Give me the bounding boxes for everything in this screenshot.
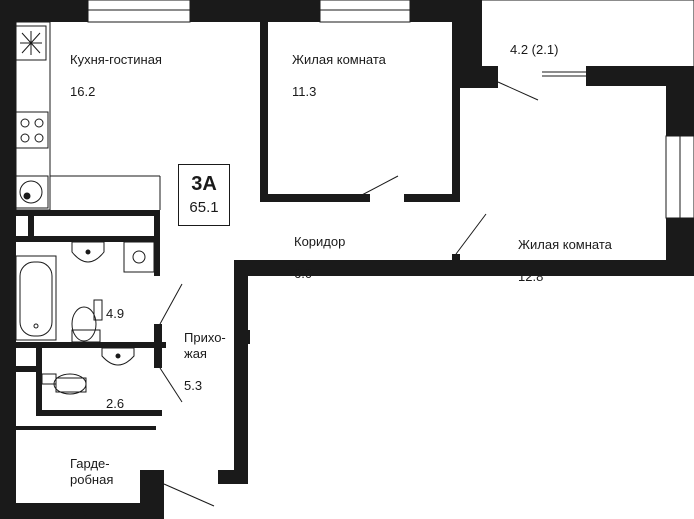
room-name: Жилая комната (518, 237, 612, 252)
room-area: 12.8 (518, 269, 544, 284)
room-label-corridor: Коридор 6.0 (294, 218, 345, 298)
room-label-toilet: 2.6 (106, 380, 124, 428)
room-name: Гарде- робная (70, 456, 114, 487)
room-area: 3.9 (70, 504, 89, 519)
room-area: 6.0 (294, 266, 313, 281)
door-swing-icon (159, 367, 183, 403)
room-name: Жилая комната (292, 52, 386, 67)
room-name: Прихо- жая (184, 330, 226, 361)
toilet-icon (71, 299, 103, 343)
room-area: 5.3 (184, 378, 203, 393)
room-name: Коридор (294, 234, 346, 249)
room-area: 11.3 (292, 84, 317, 99)
apartment-badge: 3А 65.1 (178, 164, 230, 226)
cooktop-icon (15, 111, 49, 149)
room-label-kitchen-living: Кухня-гостиная 16.2 (70, 36, 162, 116)
door-swing-icon (159, 283, 183, 325)
door-swing-icon (163, 483, 215, 507)
bathtub-icon (15, 255, 57, 341)
room-area: 4.2 (2.1) (510, 42, 559, 57)
washing-machine-icon (15, 175, 49, 209)
room-area: 16.2 (70, 84, 96, 99)
window-icon (319, 0, 411, 23)
apartment-type: 3А (191, 173, 217, 195)
room-label-bedroom-2: Жилая комната 12.8 (518, 221, 612, 301)
kitchen-fixtures (15, 21, 161, 211)
door-swing-icon (497, 81, 539, 101)
bathroom-fixtures (15, 241, 155, 395)
toilet-icon (41, 373, 87, 395)
door-swing-icon (359, 175, 399, 197)
room-label-wardrobe: Гарде- робная 3.9 (70, 440, 113, 519)
room-area: 2.6 (106, 396, 125, 411)
room-area: 4.9 (106, 306, 125, 321)
door-swing-icon (455, 213, 487, 255)
room-label-hallway: Прихо- жая 5.3 (184, 314, 226, 410)
room-label-bathroom: 4.9 (106, 290, 124, 338)
windows (87, 0, 694, 219)
washing-machine-icon (123, 241, 155, 273)
room-label-balcony: 4.2 (2.1) (510, 26, 558, 74)
room-name: Кухня-гостиная (70, 52, 162, 67)
sink-icon (101, 347, 135, 366)
apartment-total-area: 65.1 (189, 199, 219, 216)
door-swings (159, 81, 539, 507)
window-icon (87, 0, 191, 23)
stove-icon (15, 25, 47, 61)
room-label-bedroom-1: Жилая комната 11.3 (292, 36, 386, 116)
sink-icon (71, 241, 105, 263)
